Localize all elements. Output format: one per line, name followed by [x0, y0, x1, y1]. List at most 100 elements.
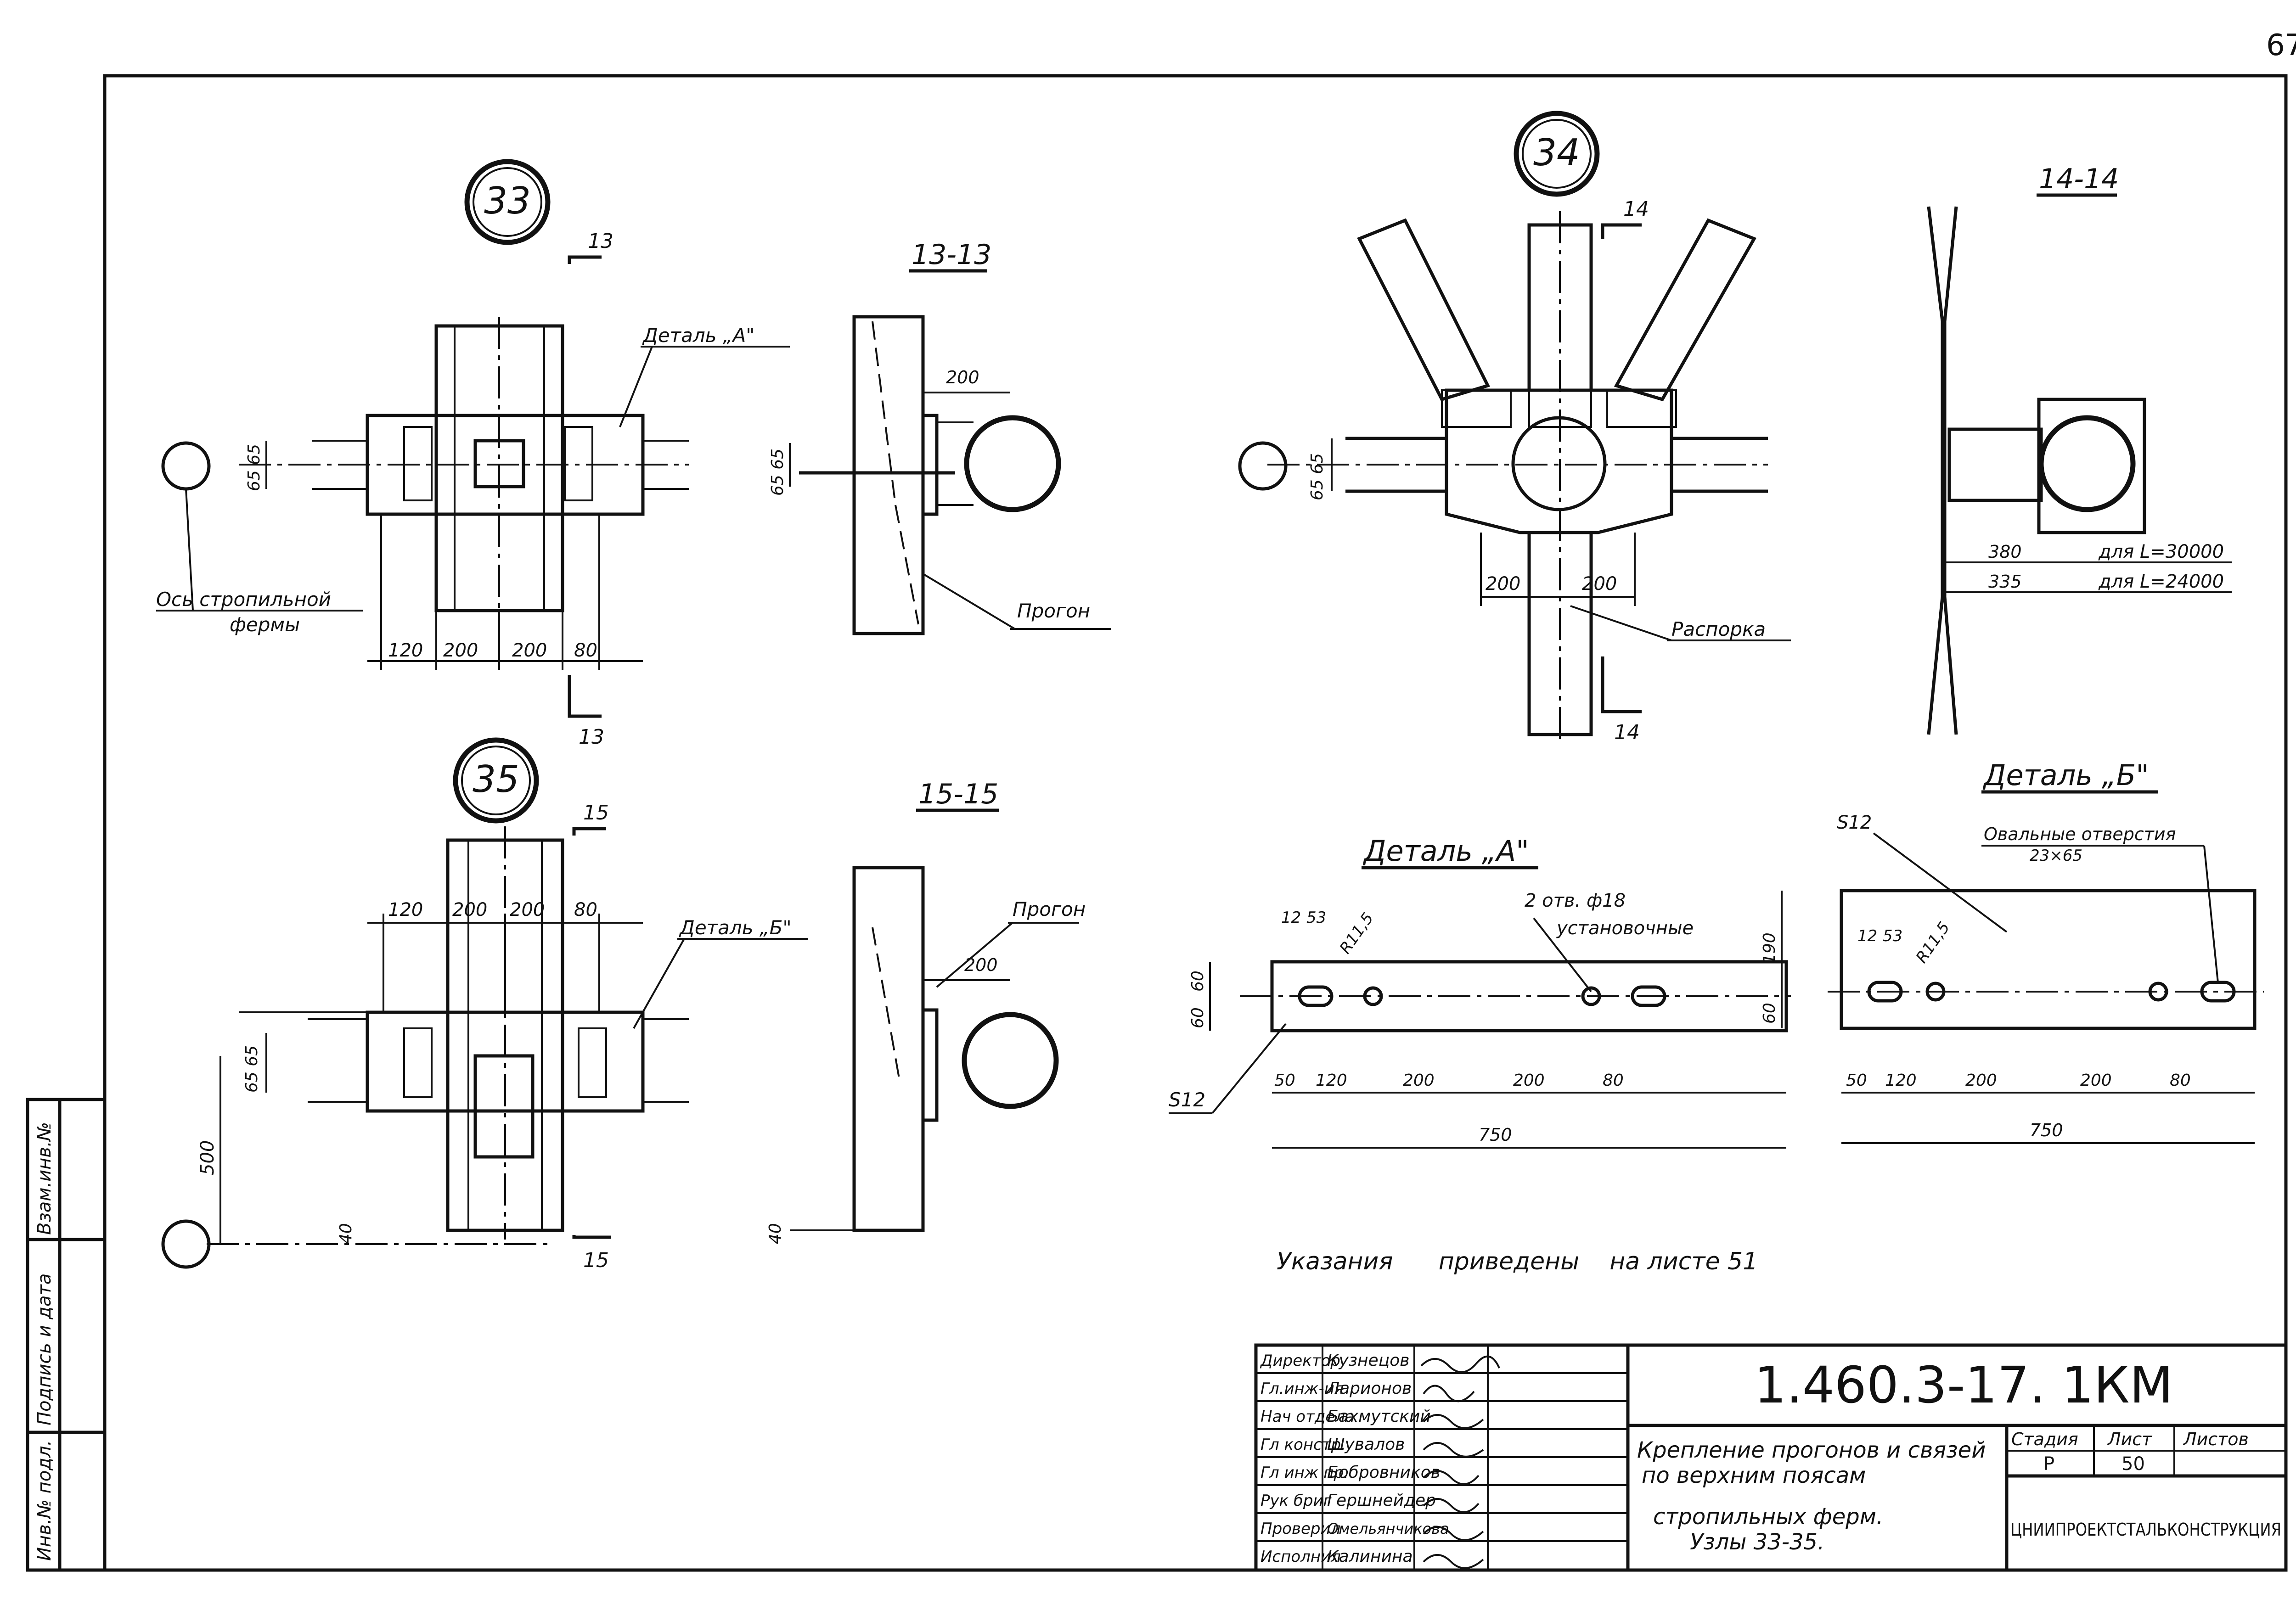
detail-a: Деталь „А" 12 53 R11,5 2 отв. ф18 устано…: [1169, 834, 1791, 1149]
cut-13-top: 13: [588, 230, 613, 253]
tb-name-5: Гершнейдер: [1327, 1491, 1436, 1510]
node-33: 33 65 65 120 200 200 80 13: [156, 159, 790, 749]
tb-name-3: Шувалов: [1327, 1435, 1405, 1454]
tb-role-4: Гл инж пр.: [1261, 1464, 1349, 1482]
da-top-53: 53: [1306, 909, 1326, 927]
callout-35: [453, 737, 539, 824]
hole-b-1: [1925, 982, 1946, 1002]
db-v-60: 60: [1760, 1003, 1779, 1024]
dim-34-2: 200: [1582, 573, 1617, 595]
tb-role-2: Нач отдела: [1261, 1408, 1355, 1426]
dim-13-200: 200: [946, 367, 979, 387]
da-holes-2: установочные: [1556, 918, 1694, 939]
hole-b-2: [2148, 982, 2168, 1002]
purlin-label-1: Прогон: [1017, 600, 1090, 622]
db-oval-2: 23×65: [2030, 847, 2082, 865]
db-bot-120: 120: [1885, 1071, 1917, 1090]
tb-title-3: стропильных ферм.: [1653, 1504, 1883, 1530]
da-holes-1: 2 отв. ф18: [1525, 890, 1626, 911]
tb-role-7: Исполнил: [1261, 1548, 1341, 1566]
db-radius: R11,5: [1913, 919, 1954, 966]
da-top-12: 12: [1281, 909, 1301, 927]
tb-role-5: Рук бриг: [1261, 1492, 1332, 1510]
db-bot-80: 80: [2170, 1071, 2191, 1090]
callout-33: [464, 159, 551, 245]
tb-sheets-header: Листов: [2183, 1429, 2249, 1449]
da-v-60a: 60: [1188, 970, 1207, 992]
tb-sheet-header: Лист: [2107, 1429, 2153, 1449]
da-s12: S12: [1169, 1088, 1205, 1111]
purlin-pipe-13: [964, 415, 1061, 512]
stamp-inv-podl: Инв.№ подл.: [34, 1440, 55, 1561]
tb-sheet-value: 50: [2122, 1453, 2145, 1475]
purlin-pipe-14: [2038, 415, 2136, 512]
hole-a-2: [1581, 986, 1601, 1006]
dim-34-vertical: 65 65: [1308, 453, 1327, 500]
dim-33-2: 200: [443, 640, 478, 661]
db-bot-200a: 200: [1965, 1071, 1997, 1090]
dim-14-335: 335: [1988, 572, 2022, 592]
for-l30000: для L=30000: [2098, 541, 2224, 562]
truss-axis-marker-35: [161, 1219, 211, 1269]
db-oval-1: Овальные отверстия: [1984, 824, 2176, 844]
side-stamp: Взам.инв.№ Подпись и дата Инв.№ подл.: [26, 1098, 107, 1572]
da-bot-200b: 200: [1513, 1071, 1545, 1090]
tb-doc-code: 1.460.3-17. 1КМ: [1754, 1356, 2173, 1414]
section-13-title: 13-13: [912, 239, 991, 271]
dim-33-vertical: 65 65: [245, 444, 264, 491]
detail-b-title: Деталь „Б": [1982, 758, 2149, 792]
cut-13-bottom: 13: [579, 725, 604, 749]
signatures: [1420, 1355, 1500, 1569]
db-top-12: 12: [1857, 927, 1877, 945]
dim-13-vertical: 65 65: [768, 449, 787, 496]
da-bot-80: 80: [1603, 1071, 1624, 1090]
da-total: 750: [1479, 1125, 1512, 1145]
oval-hole-b-left: [1867, 981, 1903, 1003]
tb-organization: ЦНИИПРОЕКТСТАЛЬКОНСТРУКЦИЯ: [2010, 1520, 2281, 1540]
da-bot-50: 50: [1274, 1071, 1295, 1090]
stamp-podpis: Подпись и дата: [34, 1273, 55, 1425]
dim-33-3: 200: [512, 640, 547, 661]
dim-33-1: 120: [388, 640, 423, 661]
detail-b: Деталь „Б" S12 Овальные отверстия 23×65 …: [1760, 758, 2264, 1144]
db-v-190: 190: [1760, 932, 1779, 964]
oval-hole-a-left: [1298, 985, 1334, 1007]
notes-text: Указания приведены на листе 51: [1277, 1248, 1758, 1275]
db-top-53: 53: [1883, 927, 1902, 945]
tb-role-0: Директор: [1260, 1352, 1340, 1370]
dim-35-40: 40: [337, 1223, 355, 1244]
dim-35-2: 200: [452, 899, 487, 920]
section-14-14: 14-14 380 335 для L=30000 для L=24000: [1927, 163, 2232, 735]
dim-34-1: 200: [1486, 573, 1520, 595]
section-13-13: 13-13 65 65 200 Прогон: [768, 239, 1111, 635]
dim-35-4: 80: [574, 899, 597, 920]
hole-a-1: [1363, 986, 1383, 1006]
detail-a-ref: Деталь „А": [642, 324, 755, 347]
tb-title-1: Крепление прогонов и связей: [1637, 1437, 1986, 1463]
db-bot-50: 50: [1846, 1071, 1867, 1090]
title-block: Директор Кузнецов Гл.инж-ия Ларионов Нач…: [1254, 1343, 2288, 1572]
tb-title-2: по верхним поясам: [1642, 1463, 1866, 1488]
section-14-title: 14-14: [2039, 163, 2119, 195]
dim-15-40: 40: [766, 1223, 785, 1244]
tb-stage-value: Р: [2043, 1453, 2054, 1475]
tb-role-6: Проверил: [1261, 1520, 1340, 1538]
dim-14-380: 380: [1988, 542, 2022, 562]
da-radius: R11,5: [1336, 909, 1378, 957]
db-s12: S12: [1837, 812, 1872, 833]
db-total: 750: [2030, 1120, 2063, 1140]
da-bot-200a: 200: [1403, 1071, 1435, 1090]
dim-35-500: 500: [197, 1140, 218, 1175]
callout-34-label: 34: [1533, 131, 1580, 174]
truss-axis-label-2: фермы: [230, 613, 300, 636]
for-l24000: для L=24000: [2098, 571, 2224, 592]
tb-name-4: Бобровников: [1327, 1463, 1441, 1482]
detail-b-ref: Деталь „Б": [679, 916, 792, 939]
tb-role-3: Гл констр.: [1261, 1436, 1346, 1454]
sheet-frame: [103, 74, 2288, 1572]
tb-role-1: Гл.инж-ия: [1261, 1380, 1344, 1398]
callout-34: [1514, 111, 1600, 197]
oval-hole-a-right: [1631, 985, 1666, 1007]
callout-35-label: 35: [473, 758, 519, 801]
